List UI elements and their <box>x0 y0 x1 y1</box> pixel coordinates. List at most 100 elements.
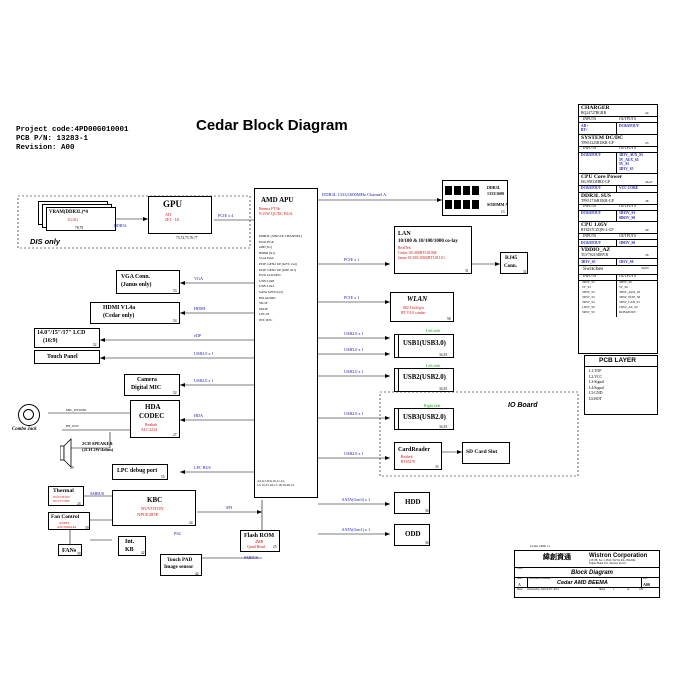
apu-title: AMD APU <box>261 196 294 204</box>
power-out-head: OUTPUTS <box>619 204 637 209</box>
touch-link: USB2.0 x 1 <box>194 351 214 356</box>
lan-part1: Cedar:10/100(RTL8106E <box>398 251 437 255</box>
apu-feature: SPI-IF <box>259 306 269 311</box>
odd-link: SATA(Gen1) x 1 <box>342 527 371 532</box>
power-in-head: INPUTS <box>583 146 597 151</box>
rj45-page: 31 <box>523 270 527 274</box>
power-table-divider <box>579 116 657 117</box>
rj45-box: RJ45 Conn. 31 <box>500 252 528 274</box>
switch-out: 3D3V_PCIE_S0 <box>619 295 641 300</box>
company-name: Wistron Corporation <box>589 553 648 559</box>
power-out-head: OUTPUTS <box>619 233 637 238</box>
power-block-title: CPU 1.05V <box>581 222 608 229</box>
lan-line2: 10/100 & 10/100/1000 co-lay <box>398 239 458 244</box>
usb1-page: 34,35 <box>439 353 448 357</box>
switch-out: DCBATOUT <box>619 310 636 315</box>
hda-part: ALC3234 <box>141 427 157 432</box>
gpu-sub1: ATI <box>165 212 172 217</box>
lan-page: 31 <box>465 269 469 273</box>
apu-feature: USB 3.0x2 <box>259 284 275 289</box>
gpu-pages: 73,74,75,76,77 <box>176 236 198 240</box>
touchpad-label1: Touch PAD <box>167 557 193 563</box>
switch-in: 5V_S5 <box>582 285 591 290</box>
sodimm-chip <box>463 186 470 195</box>
switch-out: 3D3V_LAN_S5 <box>619 300 640 305</box>
wlan-label: WLAN <box>407 295 428 303</box>
power-out: 1D35V_S3 0D65V_S0 <box>619 211 636 220</box>
ddr3l-link-label: DDR3L <box>114 223 127 228</box>
cardreader-page: 33 <box>435 465 439 469</box>
thermal-page: 24 <box>77 502 81 506</box>
usb-link-4: USB2.0 x 1 <box>344 411 364 416</box>
switch-in: 3D3V_S5 <box>582 290 595 295</box>
power-block-part: ISL95813HRZ-GP <box>581 179 610 184</box>
kbc-vendor: NUVOTON <box>141 506 164 511</box>
power-table-divider <box>579 191 657 193</box>
sodimm-chip <box>445 186 452 195</box>
power-block-title: DDR3L SUS <box>581 192 611 199</box>
lan-line1: LAN <box>398 231 411 237</box>
usb1-connector <box>394 334 398 358</box>
power-block-title: Switches <box>583 265 604 272</box>
kb-label2: KB <box>125 547 134 553</box>
odd-label: ODD <box>405 530 421 538</box>
power-block-part: BQ24727RGRR <box>581 111 607 115</box>
rev-value: A00 <box>643 582 650 587</box>
camera-box: Camera Digital MIC 52 <box>124 374 180 396</box>
odd-page: 36 <box>425 541 429 545</box>
cardreader-part: RTS5170 <box>401 460 416 464</box>
usb2-page: 34,35 <box>439 387 448 391</box>
title-small-note: Cedar CBK 11 <box>530 544 551 548</box>
rj45-label1: RJ45 <box>505 255 518 261</box>
touch-pad-box: Touch PAD Image sensor 42 <box>160 554 202 576</box>
apu-feature: HDMI (X1) <box>259 250 276 255</box>
apu-feature: SD-IF <box>259 301 268 306</box>
usb1-label: USB1(USB3.0) <box>403 340 446 347</box>
wlan-box: WLAN 802.11a/b/g/n BT V4.0 combo 58 <box>390 292 454 322</box>
hdd-page: 36 <box>425 509 429 513</box>
company-address1: 21F, 88, Sec.1, Hsin Tai Wu Rd., Hsichih… <box>589 559 636 562</box>
hdmi-link: HDMI <box>194 306 206 311</box>
fan-part: APL5606AKI <box>57 525 77 529</box>
speaker-icon <box>60 438 72 468</box>
pcb-layer-item: L1:TOP <box>589 369 602 373</box>
camera-label1: Camera <box>137 377 157 383</box>
lan-box: LAN 10/100 & 10/100/1000 co-lay RealTek … <box>394 226 472 274</box>
switch-in: 3D3V_S5 <box>582 300 595 305</box>
power-table-divider <box>579 246 657 247</box>
switch-in: 3D3V_S5 <box>582 295 595 300</box>
pcb-layer-item: L5:GND <box>589 391 603 395</box>
title-label: Title <box>517 567 523 570</box>
power-table-divider <box>579 145 657 147</box>
power-table-divider <box>616 151 617 173</box>
hdmi-label1: HDMI V1.4a <box>103 305 136 311</box>
camera-label2: Digital MIC <box>131 385 162 391</box>
usb1-box: USB1(USB3.0) 34,35 <box>398 334 454 358</box>
hdmi-label2: (Cedar only) <box>103 313 135 319</box>
sheet-value: 1 <box>613 588 615 591</box>
flash-page: 25 <box>273 545 277 549</box>
camera-link: USB2.0 x 1 <box>194 378 214 383</box>
usb3-box: USB3(USB2.0) 34,35 <box>398 408 454 430</box>
apu-sub2: 9/15W QC/DC BGA <box>259 211 293 216</box>
power-block-page: 45 <box>645 140 649 145</box>
odd-box: ODD 36 <box>394 524 430 546</box>
apu-box: AMD APU Beema FT3b 9/15W QC/DC BGA DDR3L… <box>254 188 318 498</box>
power-table-divider <box>579 209 657 211</box>
apu-feature: HD AUDIO <box>259 295 276 300</box>
usb-link-2: USB3.0 x 1 <box>344 347 364 352</box>
fans-page: 39 <box>77 552 81 556</box>
power-block-page: 48 <box>645 198 649 203</box>
power-table-divider <box>579 184 657 186</box>
power-table-divider <box>616 122 617 134</box>
power-out-head: OUTPUTS <box>619 116 637 121</box>
power-in-head: INPUTS <box>583 204 597 209</box>
kbc-box: KBC NUVOTON NPCE285P 24 <box>112 490 196 526</box>
hda-label1: HDA <box>145 403 161 411</box>
project-code: Project code:4PD00G010001 <box>16 126 129 134</box>
hda-page: 27 <box>173 433 177 437</box>
power-table-divider <box>579 221 657 223</box>
usb2-box: USB2(USB2.0) 34,35 <box>398 368 454 392</box>
usb3-label: USB3(USB2.0) <box>403 414 446 421</box>
wlan-page: 58 <box>447 317 451 321</box>
